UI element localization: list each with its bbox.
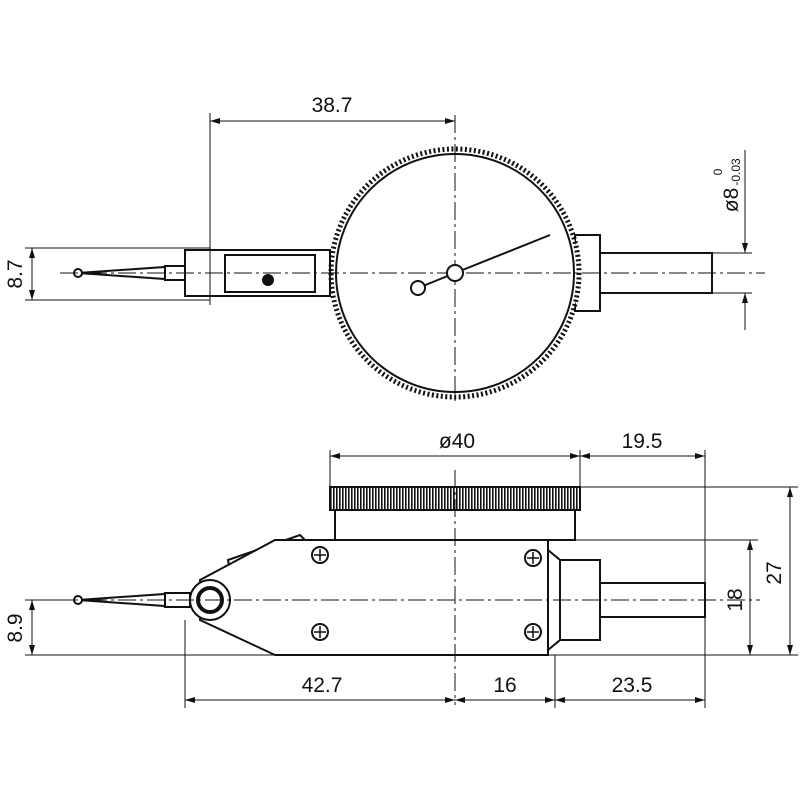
dim-stem-offset: 19.5: [622, 430, 663, 453]
dim-dial-diameter: ø40: [439, 430, 475, 453]
dim-body-height: 18: [724, 588, 747, 611]
dim-total-height: 27: [763, 561, 786, 584]
dim-mid-length: 16: [493, 674, 516, 697]
dim-stem-tol-upper: 0: [711, 168, 725, 175]
dim-body-length: 42.7: [302, 674, 343, 697]
side-view: ø40 19.5 27 18 8.9 42.7 16 23.5: [4, 430, 798, 708]
dim-stem-diameter: ø8: [720, 188, 743, 213]
dim-top-height: 8.7: [4, 259, 27, 288]
svg-text:ø8: ø8: [720, 188, 743, 213]
dim-top-width: 38.7: [312, 94, 353, 117]
dim-stem-tol-lower: -0.03: [729, 158, 743, 186]
dim-tip-height: 8.9: [4, 613, 27, 642]
top-view: 38.7 8.7 ø8 0 -0.03: [4, 94, 765, 405]
dim-stem-length: 23.5: [612, 674, 653, 697]
